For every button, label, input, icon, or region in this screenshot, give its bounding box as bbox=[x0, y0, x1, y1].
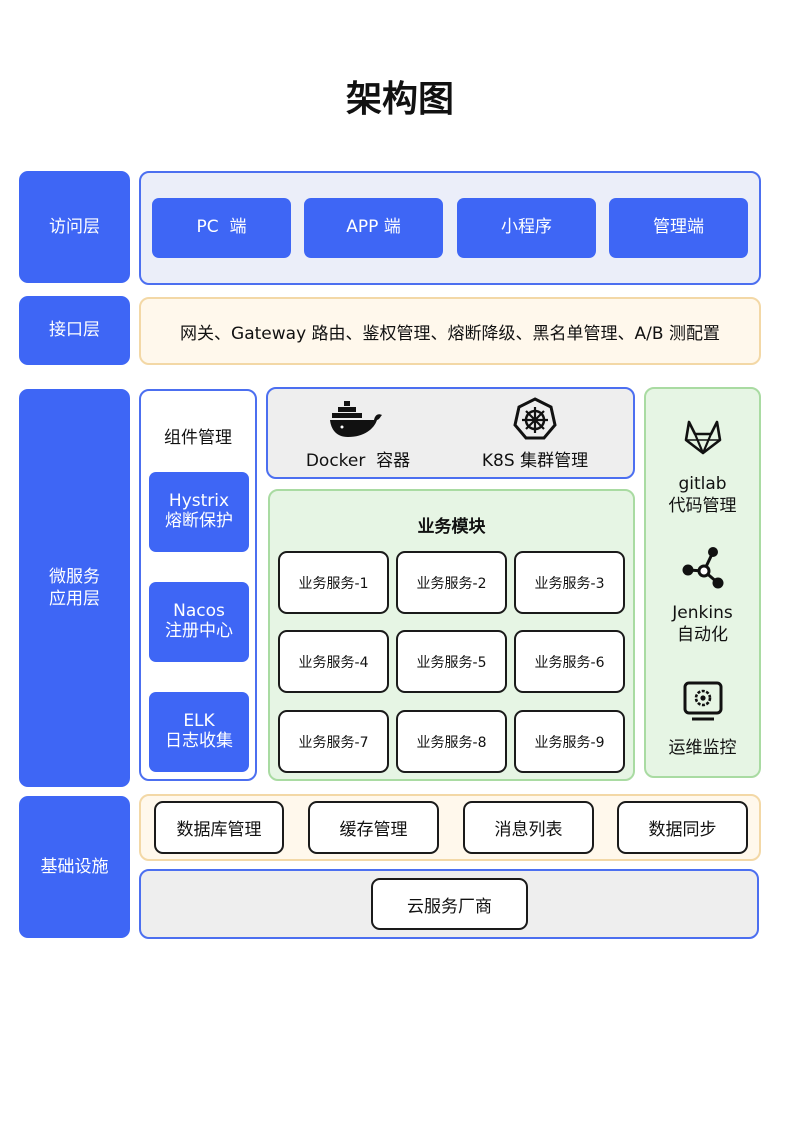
docker-whale-icon bbox=[330, 401, 382, 437]
service-8-label: 业务服务-8 bbox=[416, 734, 487, 751]
service-1-label: 业务服务-1 bbox=[298, 575, 369, 592]
monitor-gear-icon bbox=[683, 681, 723, 721]
page-title: 架构图 bbox=[345, 79, 454, 120]
admin-client-label: 管理端 bbox=[653, 217, 704, 238]
pc-client-label: PC 端 bbox=[196, 217, 247, 238]
cache-label: 缓存管理 bbox=[339, 820, 408, 840]
business-title: 业务模块 bbox=[417, 517, 486, 537]
layer-interface-label: 接口层 bbox=[19, 296, 130, 365]
jenkins-line1: Jenkins bbox=[672, 603, 733, 623]
hystrix-line1: Hystrix bbox=[168, 491, 230, 512]
database-management: 数据库管理 bbox=[154, 801, 284, 854]
service-5: 业务服务-5 bbox=[396, 630, 507, 693]
gitlab-label: gitlab 代码管理 bbox=[644, 473, 761, 517]
service-5-label: 业务服务-5 bbox=[416, 654, 487, 671]
interface-panel: 网关、Gateway 路由、鉴权管理、熔断降级、黑名单管理、A/B 测配置 bbox=[139, 297, 761, 365]
cloud-vendor-label: 云服务厂商 bbox=[407, 896, 492, 917]
service-9: 业务服务-9 bbox=[514, 710, 625, 773]
monitor-label: 运维监控 bbox=[668, 738, 737, 758]
app-client-label: APP 端 bbox=[346, 217, 401, 238]
admin-client: 管理端 bbox=[609, 198, 748, 258]
nacos-component: Nacos 注册中心 bbox=[149, 582, 249, 662]
service-8: 业务服务-8 bbox=[396, 710, 507, 773]
service-7-label: 业务服务-7 bbox=[298, 734, 369, 751]
service-6-label: 业务服务-6 bbox=[534, 654, 605, 671]
layer-micro-line1: 微服务 bbox=[49, 566, 100, 587]
service-2-label: 业务服务-2 bbox=[416, 575, 487, 592]
nacos-line1: Nacos bbox=[173, 601, 225, 622]
layer-infra-label: 基础设施 bbox=[19, 796, 130, 938]
layer-micro-line2: 应用层 bbox=[49, 589, 100, 609]
layer-interface-text: 接口层 bbox=[49, 320, 100, 341]
interface-text: 网关、Gateway 路由、鉴权管理、熔断降级、黑名单管理、A/B 测配置 bbox=[180, 323, 720, 344]
app-client: APP 端 bbox=[304, 198, 443, 258]
message-label: 消息列表 bbox=[494, 820, 563, 840]
message-queue: 消息列表 bbox=[463, 801, 594, 854]
data-sync: 数据同步 bbox=[617, 801, 748, 854]
jenkins-node-icon bbox=[682, 547, 724, 589]
layer-access-label: 访问层 bbox=[19, 171, 130, 283]
jenkins-label: Jenkins 自动化 bbox=[644, 602, 761, 646]
cache-management: 缓存管理 bbox=[308, 801, 439, 854]
layer-microservice-label: 微服务 应用层 bbox=[19, 389, 130, 787]
service-4-label: 业务服务-4 bbox=[298, 654, 369, 671]
hystrix-line2: 熔断保护 bbox=[165, 511, 233, 531]
service-1: 业务服务-1 bbox=[278, 551, 389, 614]
database-label: 数据库管理 bbox=[176, 820, 262, 840]
pc-client: PC 端 bbox=[152, 198, 291, 258]
nacos-line2: 注册中心 bbox=[165, 621, 233, 641]
containers-panel bbox=[266, 387, 635, 479]
hystrix-component: Hystrix 熔断保护 bbox=[149, 472, 249, 552]
jenkins-line2: 自动化 bbox=[677, 625, 728, 646]
data-sync-label: 数据同步 bbox=[648, 820, 717, 840]
gitlab-line2: 代码管理 bbox=[668, 496, 737, 517]
service-6: 业务服务-6 bbox=[514, 630, 625, 693]
mini-program-client: 小程序 bbox=[457, 198, 596, 258]
layer-access-text: 访问层 bbox=[49, 216, 100, 237]
service-2: 业务服务-2 bbox=[396, 551, 507, 614]
service-3-label: 业务服务-3 bbox=[534, 575, 605, 592]
service-7: 业务服务-7 bbox=[278, 710, 389, 773]
k8s-label: K8S 集群管理 bbox=[481, 451, 589, 471]
docker-label: Docker 容器 bbox=[305, 451, 411, 471]
elk-line2: 日志收集 bbox=[165, 731, 233, 751]
cloud-vendor: 云服务厂商 bbox=[371, 878, 528, 930]
elk-line1: ELK bbox=[183, 711, 215, 732]
elk-component: ELK 日志收集 bbox=[149, 692, 249, 772]
service-3: 业务服务-3 bbox=[514, 551, 625, 614]
service-9-label: 业务服务-9 bbox=[534, 734, 605, 751]
components-title: 组件管理 bbox=[164, 428, 232, 448]
service-4: 业务服务-4 bbox=[278, 630, 389, 693]
gitlab-line1: gitlab bbox=[678, 474, 727, 494]
gitlab-icon bbox=[684, 420, 722, 455]
kubernetes-helm-icon bbox=[513, 397, 557, 440]
mini-program-label: 小程序 bbox=[501, 217, 552, 238]
layer-infra-text: 基础设施 bbox=[40, 856, 109, 877]
